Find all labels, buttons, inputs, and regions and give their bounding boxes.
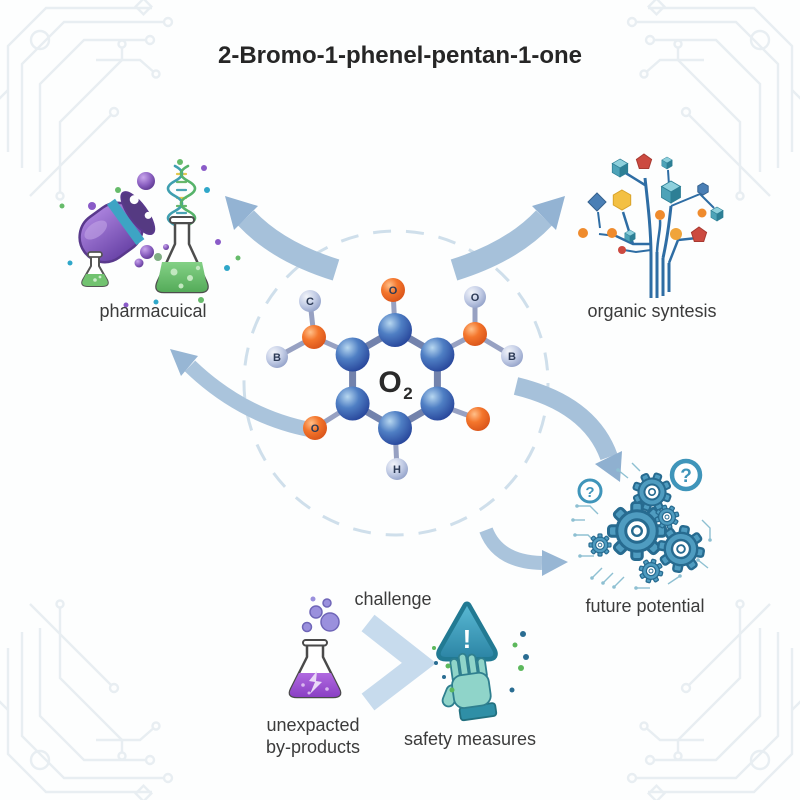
organic-synthesis-label: organic syntesis bbox=[587, 301, 716, 321]
challenge-label: challenge bbox=[354, 589, 431, 609]
molecule-diagram: O C B O B O H O 2 bbox=[266, 278, 523, 480]
small-flask-icon bbox=[81, 251, 109, 287]
warning-triangle-icon: ! bbox=[436, 601, 498, 662]
safety-illustration: ! safety measures bbox=[404, 601, 536, 749]
circuit-corner-decoration-bottom-left bbox=[0, 599, 174, 800]
capsule-icon bbox=[78, 191, 156, 264]
molecule-center-label: O bbox=[378, 366, 401, 399]
pill-ball bbox=[137, 172, 155, 190]
by-products-label: unexpacted by-products bbox=[266, 715, 360, 757]
atom-label-boron-left: B bbox=[273, 352, 281, 364]
question-mark-icon-large: ? bbox=[669, 458, 703, 492]
glove-icon bbox=[441, 652, 498, 722]
atom-label-top-oxygen: O bbox=[389, 285, 398, 297]
svg-text:?: ? bbox=[680, 466, 692, 487]
cracked-flask-icon bbox=[288, 596, 342, 699]
circuit-corner-decoration-top-left bbox=[0, 0, 174, 201]
future-potential-label: future potential bbox=[585, 596, 704, 616]
capsule-spill-balls bbox=[134, 244, 169, 268]
bubbles bbox=[301, 596, 340, 633]
molecule-ring-atoms bbox=[335, 313, 455, 445]
circuit-corner-decoration-bottom-right bbox=[626, 599, 800, 800]
chevron-right-icon bbox=[361, 614, 437, 711]
arrow-to-organic-synthesis bbox=[450, 196, 565, 281]
svg-text:unexpacted: unexpacted bbox=[266, 715, 359, 735]
svg-text:!: ! bbox=[463, 624, 472, 654]
dna-helix-icon bbox=[166, 164, 197, 227]
arrow-bottom-to-future bbox=[479, 527, 568, 576]
atom-label-boron-right: B bbox=[508, 351, 516, 363]
atom-label-oxygen-right: O bbox=[471, 292, 480, 304]
safety-label: safety measures bbox=[404, 729, 536, 749]
atom-label-hydrogen: H bbox=[393, 464, 401, 476]
arrow-left-outward bbox=[170, 349, 314, 438]
safety-dots bbox=[432, 631, 529, 693]
dashed-circle bbox=[242, 229, 550, 537]
future-potential-illustration: ? ? future potential bbox=[571, 458, 712, 616]
atom-label-oxygen-lower-left: O bbox=[311, 423, 320, 435]
svg-text:by-products: by-products bbox=[266, 737, 360, 757]
circuit-corner-decoration-top-right bbox=[626, 0, 800, 201]
pharmaceutical-illustration: pharmacuical bbox=[59, 159, 241, 321]
svg-text:?: ? bbox=[585, 484, 594, 501]
future-circuit-dots bbox=[571, 468, 712, 590]
organic-synthesis-illustration: organic syntesis bbox=[578, 153, 724, 321]
molecule-center-subscript: 2 bbox=[403, 384, 412, 403]
arrow-to-future-potential bbox=[513, 377, 622, 482]
flask-icon bbox=[155, 216, 209, 294]
page-title: 2-Bromo-1-phenel-pentan-1-one bbox=[218, 42, 582, 69]
pharmaceutical-label: pharmacuical bbox=[99, 301, 206, 321]
arrow-to-pharmaceutical bbox=[225, 196, 340, 281]
atom-label-carbon: C bbox=[306, 296, 314, 308]
question-mark-icon-small: ? bbox=[577, 478, 603, 504]
molecule-substituent-atoms bbox=[266, 278, 523, 480]
